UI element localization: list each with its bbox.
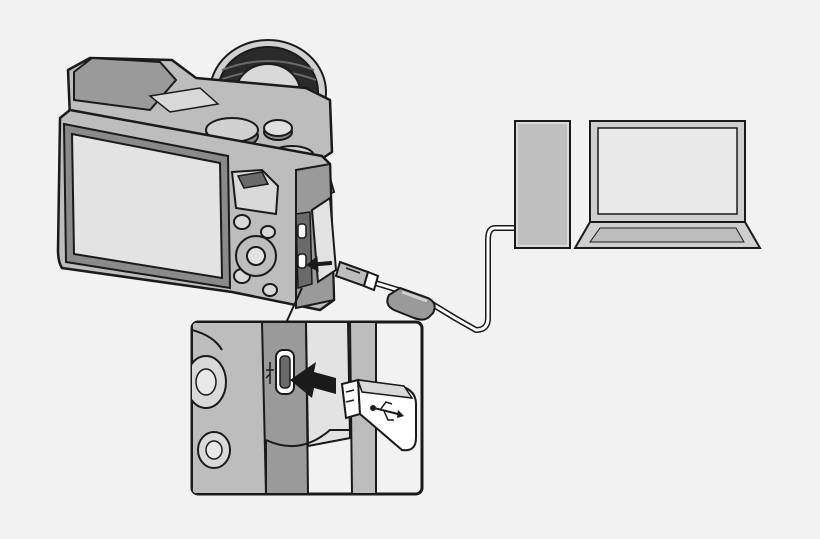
desktop-tower-icon	[514, 120, 571, 249]
usb-symbol-icon	[370, 401, 404, 421]
usb-cable	[369, 225, 518, 333]
laptop-icon	[573, 120, 762, 249]
control-buttons	[233, 214, 278, 297]
usb-plug-icon	[340, 378, 417, 452]
laptop-screen	[597, 127, 738, 215]
arrow-right-icon	[290, 362, 336, 398]
lcd-screen	[62, 122, 232, 290]
shutter-button	[263, 119, 293, 141]
usb-port-closeup-icon	[190, 320, 424, 496]
usb-plug-icon	[334, 260, 380, 292]
mirrorless-camera-icon	[56, 39, 338, 312]
command-dial	[236, 171, 270, 189]
port-door	[295, 196, 338, 289]
ferrite-core-icon	[386, 286, 436, 321]
arrow-right-icon	[306, 256, 333, 273]
port-label-icon	[265, 362, 274, 384]
